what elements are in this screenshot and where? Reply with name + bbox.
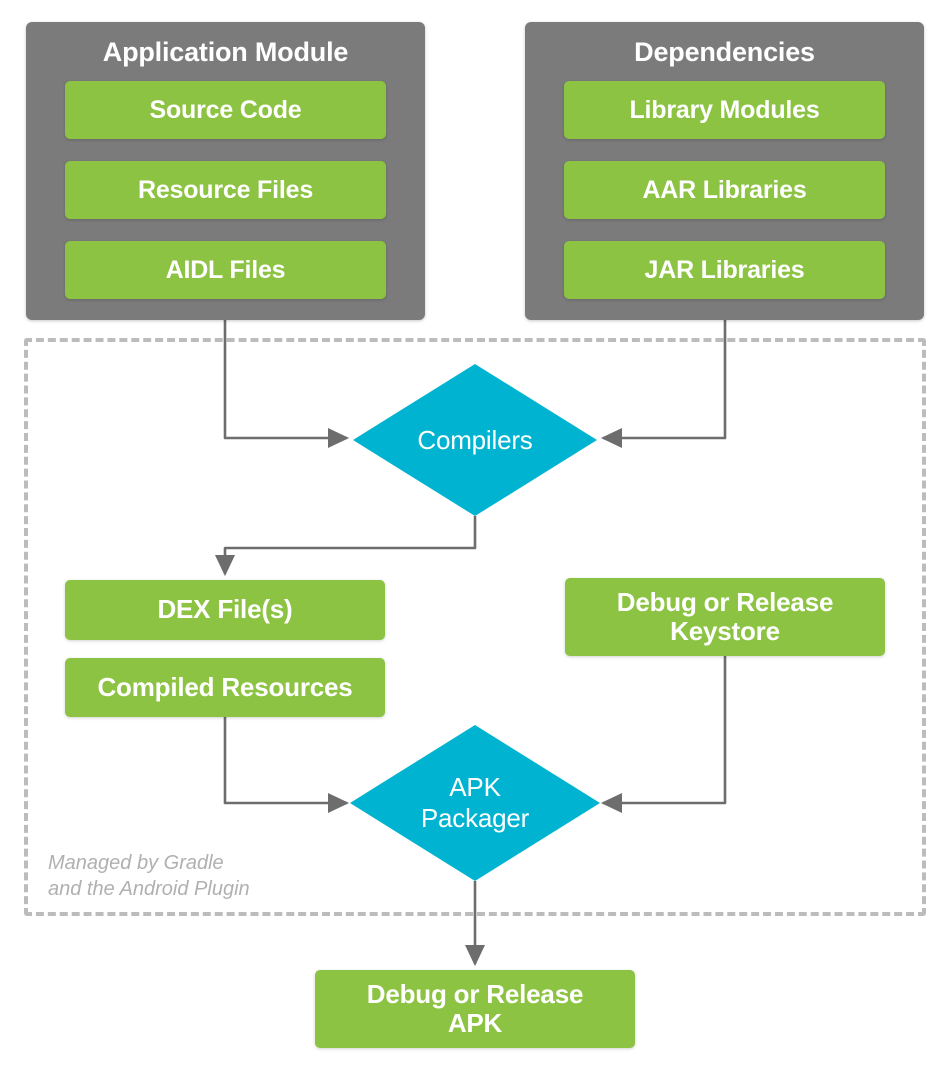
- artifact-compiled-resources-label: Compiled Resources: [97, 671, 353, 702]
- item-resource-files[interactable]: Resource Files: [65, 161, 386, 219]
- artifact-keystore-label: Debug or Release Keystore: [616, 586, 834, 646]
- item-source-code[interactable]: Source Code: [65, 81, 386, 139]
- item-library-modules-label: Library Modules: [629, 96, 820, 124]
- compilers-diamond-shape: [353, 364, 597, 516]
- item-source-code-label: Source Code: [149, 96, 302, 124]
- artifact-dex-files-label: DEX File(s): [157, 594, 293, 625]
- group-title-dependencies: Dependencies: [634, 37, 815, 67]
- artifact-output-apk-label: Debug or Release APK: [366, 978, 584, 1038]
- artifact-keystore[interactable]: Debug or Release Keystore: [565, 578, 885, 656]
- artifact-output-apk[interactable]: Debug or Release APK: [315, 970, 635, 1048]
- process-compilers[interactable]: Compilers: [353, 364, 597, 516]
- item-aidl-files[interactable]: AIDL Files: [65, 241, 386, 299]
- managed-by-gradle-caption: Managed by Gradle and the Android Plugin: [48, 852, 250, 900]
- item-aar-libraries[interactable]: AAR Libraries: [564, 161, 885, 219]
- artifact-dex-files[interactable]: DEX File(s): [65, 580, 385, 640]
- group-application-module: Application Module Source Code Resource …: [26, 22, 425, 320]
- apk-packager-diamond-shape: [350, 725, 600, 881]
- item-library-modules[interactable]: Library Modules: [564, 81, 885, 139]
- group-dependencies: Dependencies Library Modules AAR Librari…: [525, 22, 924, 320]
- item-aar-libraries-label: AAR Libraries: [642, 176, 807, 204]
- item-aidl-files-label: AIDL Files: [165, 256, 286, 284]
- item-jar-libraries-label: JAR Libraries: [644, 256, 805, 284]
- item-resource-files-label: Resource Files: [137, 176, 314, 204]
- item-jar-libraries[interactable]: JAR Libraries: [564, 241, 885, 299]
- artifact-compiled-resources[interactable]: Compiled Resources: [65, 658, 385, 717]
- group-title-application-module: Application Module: [102, 37, 349, 67]
- process-apk-packager[interactable]: APK Packager: [350, 725, 600, 881]
